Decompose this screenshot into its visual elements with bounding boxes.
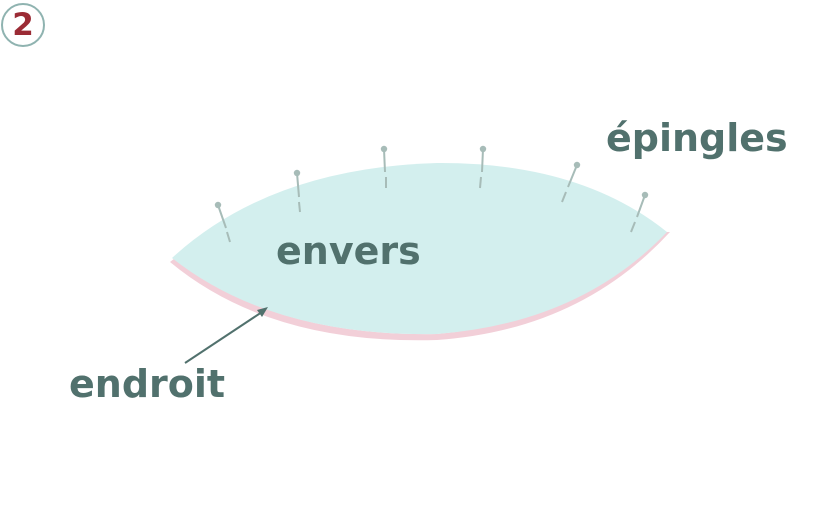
pin [293,169,301,213]
step-number-badge: 2 [1,3,45,47]
step-number: 2 [12,6,34,43]
pin [630,191,649,233]
label-epingles: épingles [606,116,788,160]
pin [561,161,581,203]
label-endroit: endroit [69,362,226,406]
fabric-right-side [170,232,670,341]
endroit-arrow [184,307,268,364]
fabric-wrong-side [172,162,667,335]
pin [214,201,231,243]
label-envers: envers [276,229,421,273]
pins [214,145,649,243]
pin [380,145,388,188]
pin [479,145,487,189]
